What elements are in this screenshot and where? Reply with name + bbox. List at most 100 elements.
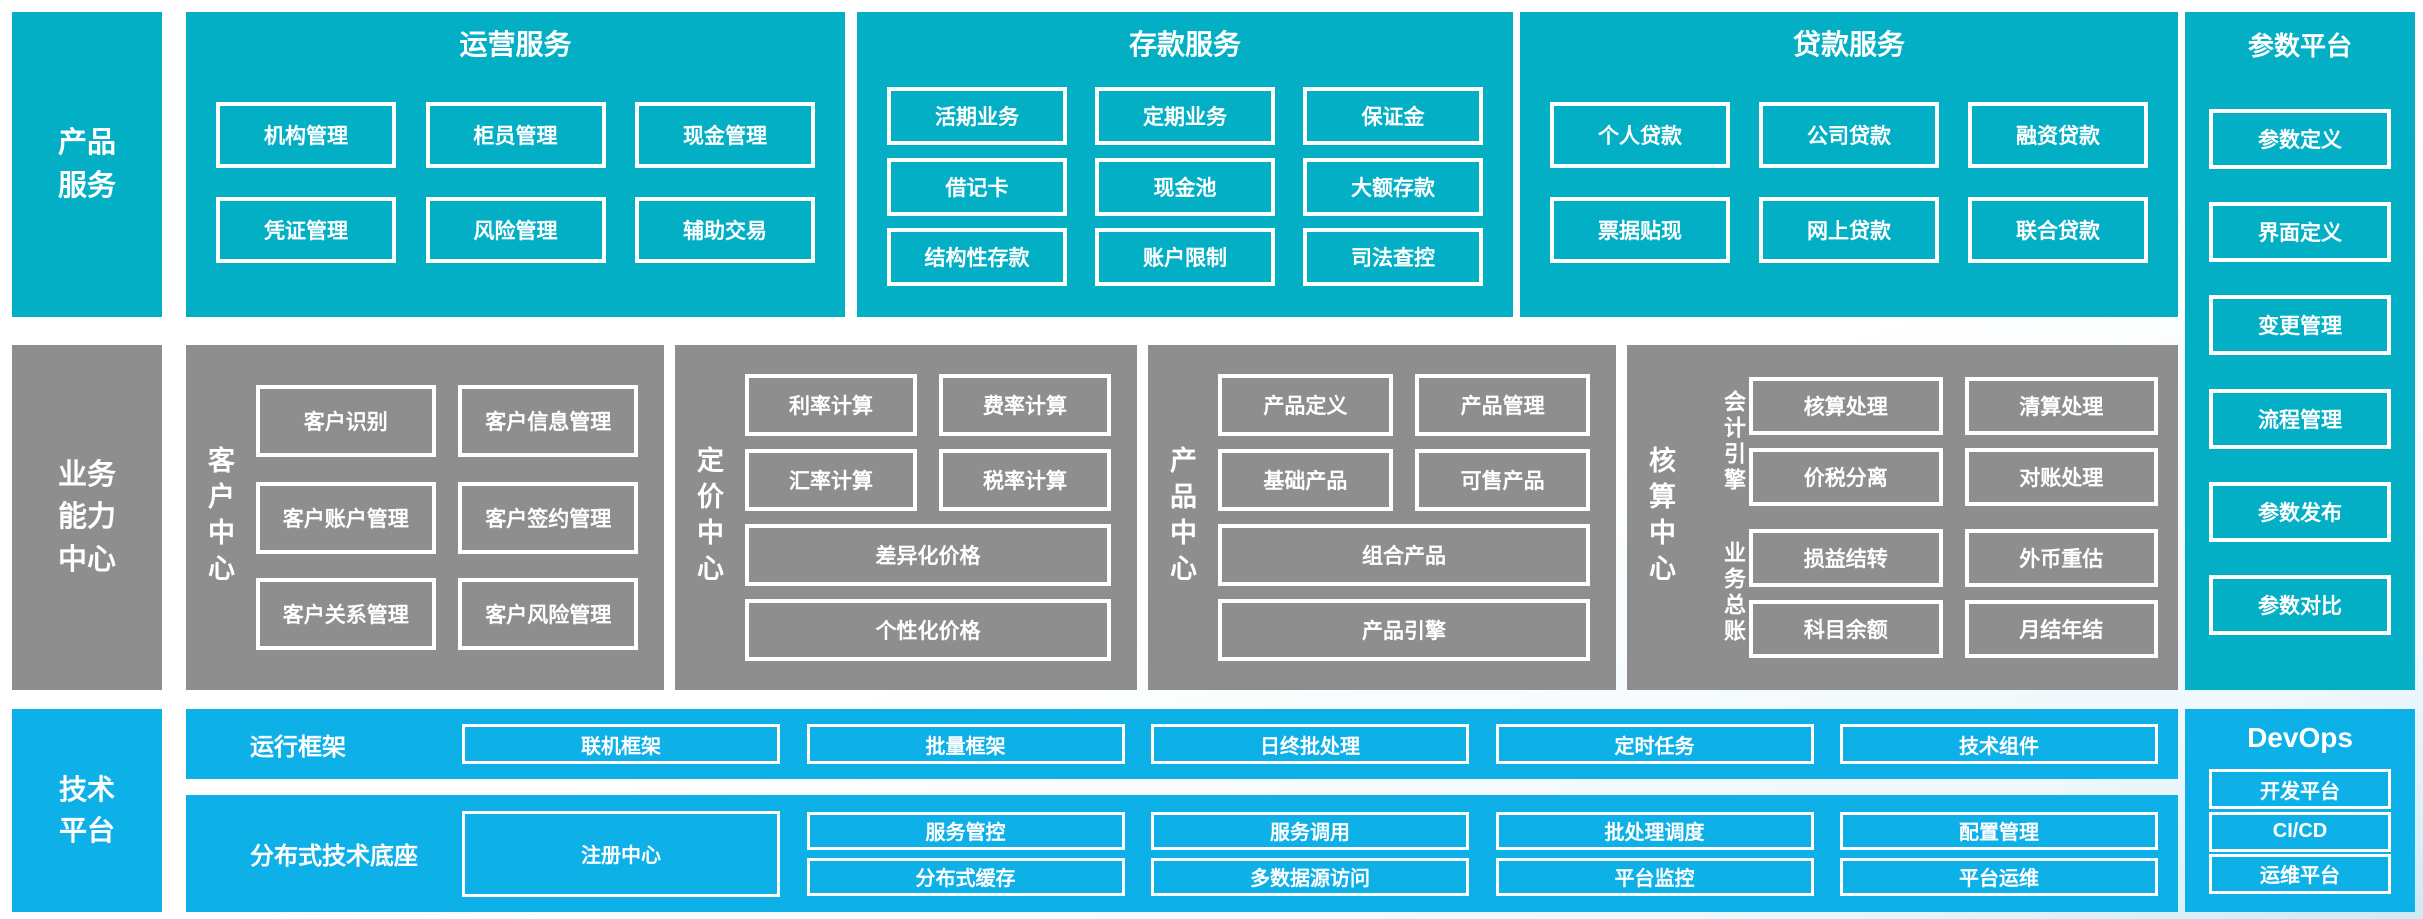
service-box: 保证金 — [1303, 86, 1483, 145]
service-box: 个人贷款 — [1550, 102, 1730, 169]
parameter-box: 界面定义 — [2209, 202, 2391, 263]
capability-box: 客户风险管理 — [458, 577, 638, 650]
parameter-box: 参数定义 — [2209, 109, 2391, 170]
capability-box: 可售产品 — [1415, 449, 1590, 511]
business-ledger-label: 业务总账 — [1721, 541, 1746, 646]
capability-box: 差异化价格 — [745, 524, 1111, 586]
customer-row: 客户关系管理 客户风险管理 — [256, 577, 638, 650]
capability-box: 个性化价格 — [745, 599, 1111, 661]
capability-box: 税率计算 — [938, 449, 1111, 511]
tech-box: 定时任务 — [1495, 724, 1814, 764]
runtime-framework-label: 运行框架 — [250, 733, 346, 761]
accounting-engine-label: 会计引擎 — [1721, 389, 1746, 494]
distributed-column: 服务管控 分布式缓存 — [806, 811, 1125, 896]
business-ledger-group: 业务总账 损益结转 外币重估 科目余额 月结年结 — [1701, 528, 2158, 658]
service-box: 借记卡 — [887, 157, 1067, 216]
pricing-center-title: 定价中心 — [693, 445, 723, 590]
operations-services-title: 运营服务 — [459, 29, 572, 60]
loan-services-title: 贷款服务 — [1792, 29, 1905, 60]
deposit-row: 活期业务 定期业务 保证金 — [887, 86, 1483, 145]
business-capability-rail: 业务 能力 中心 — [12, 345, 162, 690]
customer-center-panel: 客户中心 客户识别 客户信息管理 客户账户管理 客户签约管理 客户关系管理 客户… — [186, 345, 664, 690]
service-box: 凭证管理 — [216, 196, 396, 263]
capability-box: 组合产品 — [1218, 524, 1590, 586]
accounting-center-title: 核算中心 — [1645, 445, 1675, 590]
service-box: 结构性存款 — [887, 228, 1067, 287]
tech-box: 批量框架 — [806, 724, 1125, 764]
tech-box: 批处理调度 — [1495, 811, 1814, 850]
registry-center-box: 注册中心 — [462, 810, 780, 897]
capability-box: 客户账户管理 — [256, 481, 436, 554]
loan-row: 个人贷款 公司贷款 融资贷款 — [1550, 102, 2148, 169]
tech-box: 平台监控 — [1495, 857, 1814, 896]
parameter-box: 流程管理 — [2209, 388, 2391, 449]
tech-box: 平台运维 — [1840, 857, 2158, 896]
deposit-row: 借记卡 现金池 大额存款 — [887, 157, 1483, 216]
distributed-column: 服务调用 多数据源访问 — [1151, 811, 1469, 896]
devops-box: 开发平台 — [2209, 769, 2391, 810]
tech-box: 服务管控 — [806, 811, 1125, 850]
tech-platform-rail: 技术 平台 — [12, 709, 162, 912]
loan-row: 票据贴现 网上贷款 联合贷款 — [1550, 196, 2148, 263]
pricing-row: 汇率计算 税率计算 — [745, 449, 1111, 511]
distributed-column: 批处理调度 平台监控 — [1495, 811, 1814, 896]
capability-box: 产品引擎 — [1218, 599, 1590, 661]
service-box: 机构管理 — [216, 102, 396, 169]
capability-box: 客户信息管理 — [458, 385, 638, 458]
capability-box: 客户识别 — [256, 385, 436, 458]
customer-row: 客户识别 客户信息管理 — [256, 385, 638, 458]
devops-box: CI/CD — [2209, 811, 2391, 852]
capability-box: 核算处理 — [1749, 377, 1943, 436]
tech-box: 分布式缓存 — [806, 857, 1125, 896]
tech-box: 配置管理 — [1840, 811, 2158, 850]
deposit-row: 结构性存款 账户限制 司法查控 — [887, 228, 1483, 287]
product-center-panel: 产品中心 产品定义 产品管理 基础产品 可售产品 组合产品 产品引擎 — [1148, 345, 1616, 690]
service-box: 现金管理 — [635, 102, 815, 169]
pricing-center-panel: 定价中心 利率计算 费率计算 汇率计算 税率计算 差异化价格 个性化价格 — [675, 345, 1137, 690]
service-box: 大额存款 — [1303, 157, 1483, 216]
service-box: 活期业务 — [887, 86, 1067, 145]
capability-box: 科目余额 — [1749, 599, 1943, 658]
parameter-box: 参数发布 — [2209, 481, 2391, 542]
parameter-platform-panel: 参数平台 参数定义 界面定义 变更管理 流程管理 参数发布 参数对比 — [2185, 12, 2415, 690]
capability-box: 客户签约管理 — [458, 481, 638, 554]
parameter-box: 参数对比 — [2209, 574, 2391, 635]
accounting-center-panel: 核算中心 会计引擎 核算处理 清算处理 价税分离 对账处理 业务总账 损益结转 … — [1627, 345, 2178, 690]
service-box: 柜员管理 — [425, 102, 606, 169]
service-box: 网上贷款 — [1759, 196, 1939, 263]
deposit-services-panel: 存款服务 活期业务 定期业务 保证金 借记卡 现金池 大额存款 结构性存款 账户… — [857, 12, 1513, 317]
service-box: 公司贷款 — [1759, 102, 1939, 169]
service-box: 风险管理 — [425, 196, 606, 263]
operations-row: 机构管理 柜员管理 现金管理 — [216, 102, 815, 169]
operations-row: 凭证管理 风险管理 辅助交易 — [216, 196, 815, 263]
service-box: 联合贷款 — [1968, 196, 2148, 263]
capability-box: 基础产品 — [1218, 449, 1393, 511]
capability-box: 汇率计算 — [745, 449, 918, 511]
product-services-rail: 产品 服务 — [12, 12, 162, 317]
capability-box: 费率计算 — [938, 374, 1111, 436]
service-box: 辅助交易 — [635, 196, 815, 263]
distributed-base-strip: 分布式技术底座 注册中心 服务管控 分布式缓存 服务调用 多数据源访问 批处理调… — [186, 795, 2178, 912]
capability-box: 对账处理 — [1964, 448, 2158, 507]
capability-box: 产品管理 — [1415, 374, 1590, 436]
customer-center-title: 客户中心 — [204, 445, 234, 590]
tech-box: 服务调用 — [1151, 811, 1469, 850]
service-box: 定期业务 — [1095, 86, 1275, 145]
tech-box: 技术组件 — [1840, 724, 2158, 764]
service-box: 融资贷款 — [1968, 102, 2148, 169]
tech-box: 联机框架 — [462, 724, 780, 764]
distributed-base-label: 分布式技术底座 — [250, 843, 418, 870]
operations-services-panel: 运营服务 机构管理 柜员管理 现金管理 凭证管理 风险管理 辅助交易 — [186, 12, 845, 317]
product-row: 基础产品 可售产品 — [1218, 449, 1590, 511]
devops-title: DevOps — [2247, 722, 2353, 753]
pricing-row: 利率计算 费率计算 — [745, 374, 1111, 436]
capability-box: 利率计算 — [745, 374, 918, 436]
parameter-platform-title: 参数平台 — [2247, 30, 2352, 61]
service-box: 票据贴现 — [1550, 196, 1730, 263]
capability-box: 价税分离 — [1749, 448, 1943, 507]
tech-box: 多数据源访问 — [1151, 857, 1469, 896]
capability-box: 产品定义 — [1218, 374, 1393, 436]
service-box: 司法查控 — [1303, 228, 1483, 287]
distributed-column: 配置管理 平台运维 — [1840, 811, 2158, 896]
